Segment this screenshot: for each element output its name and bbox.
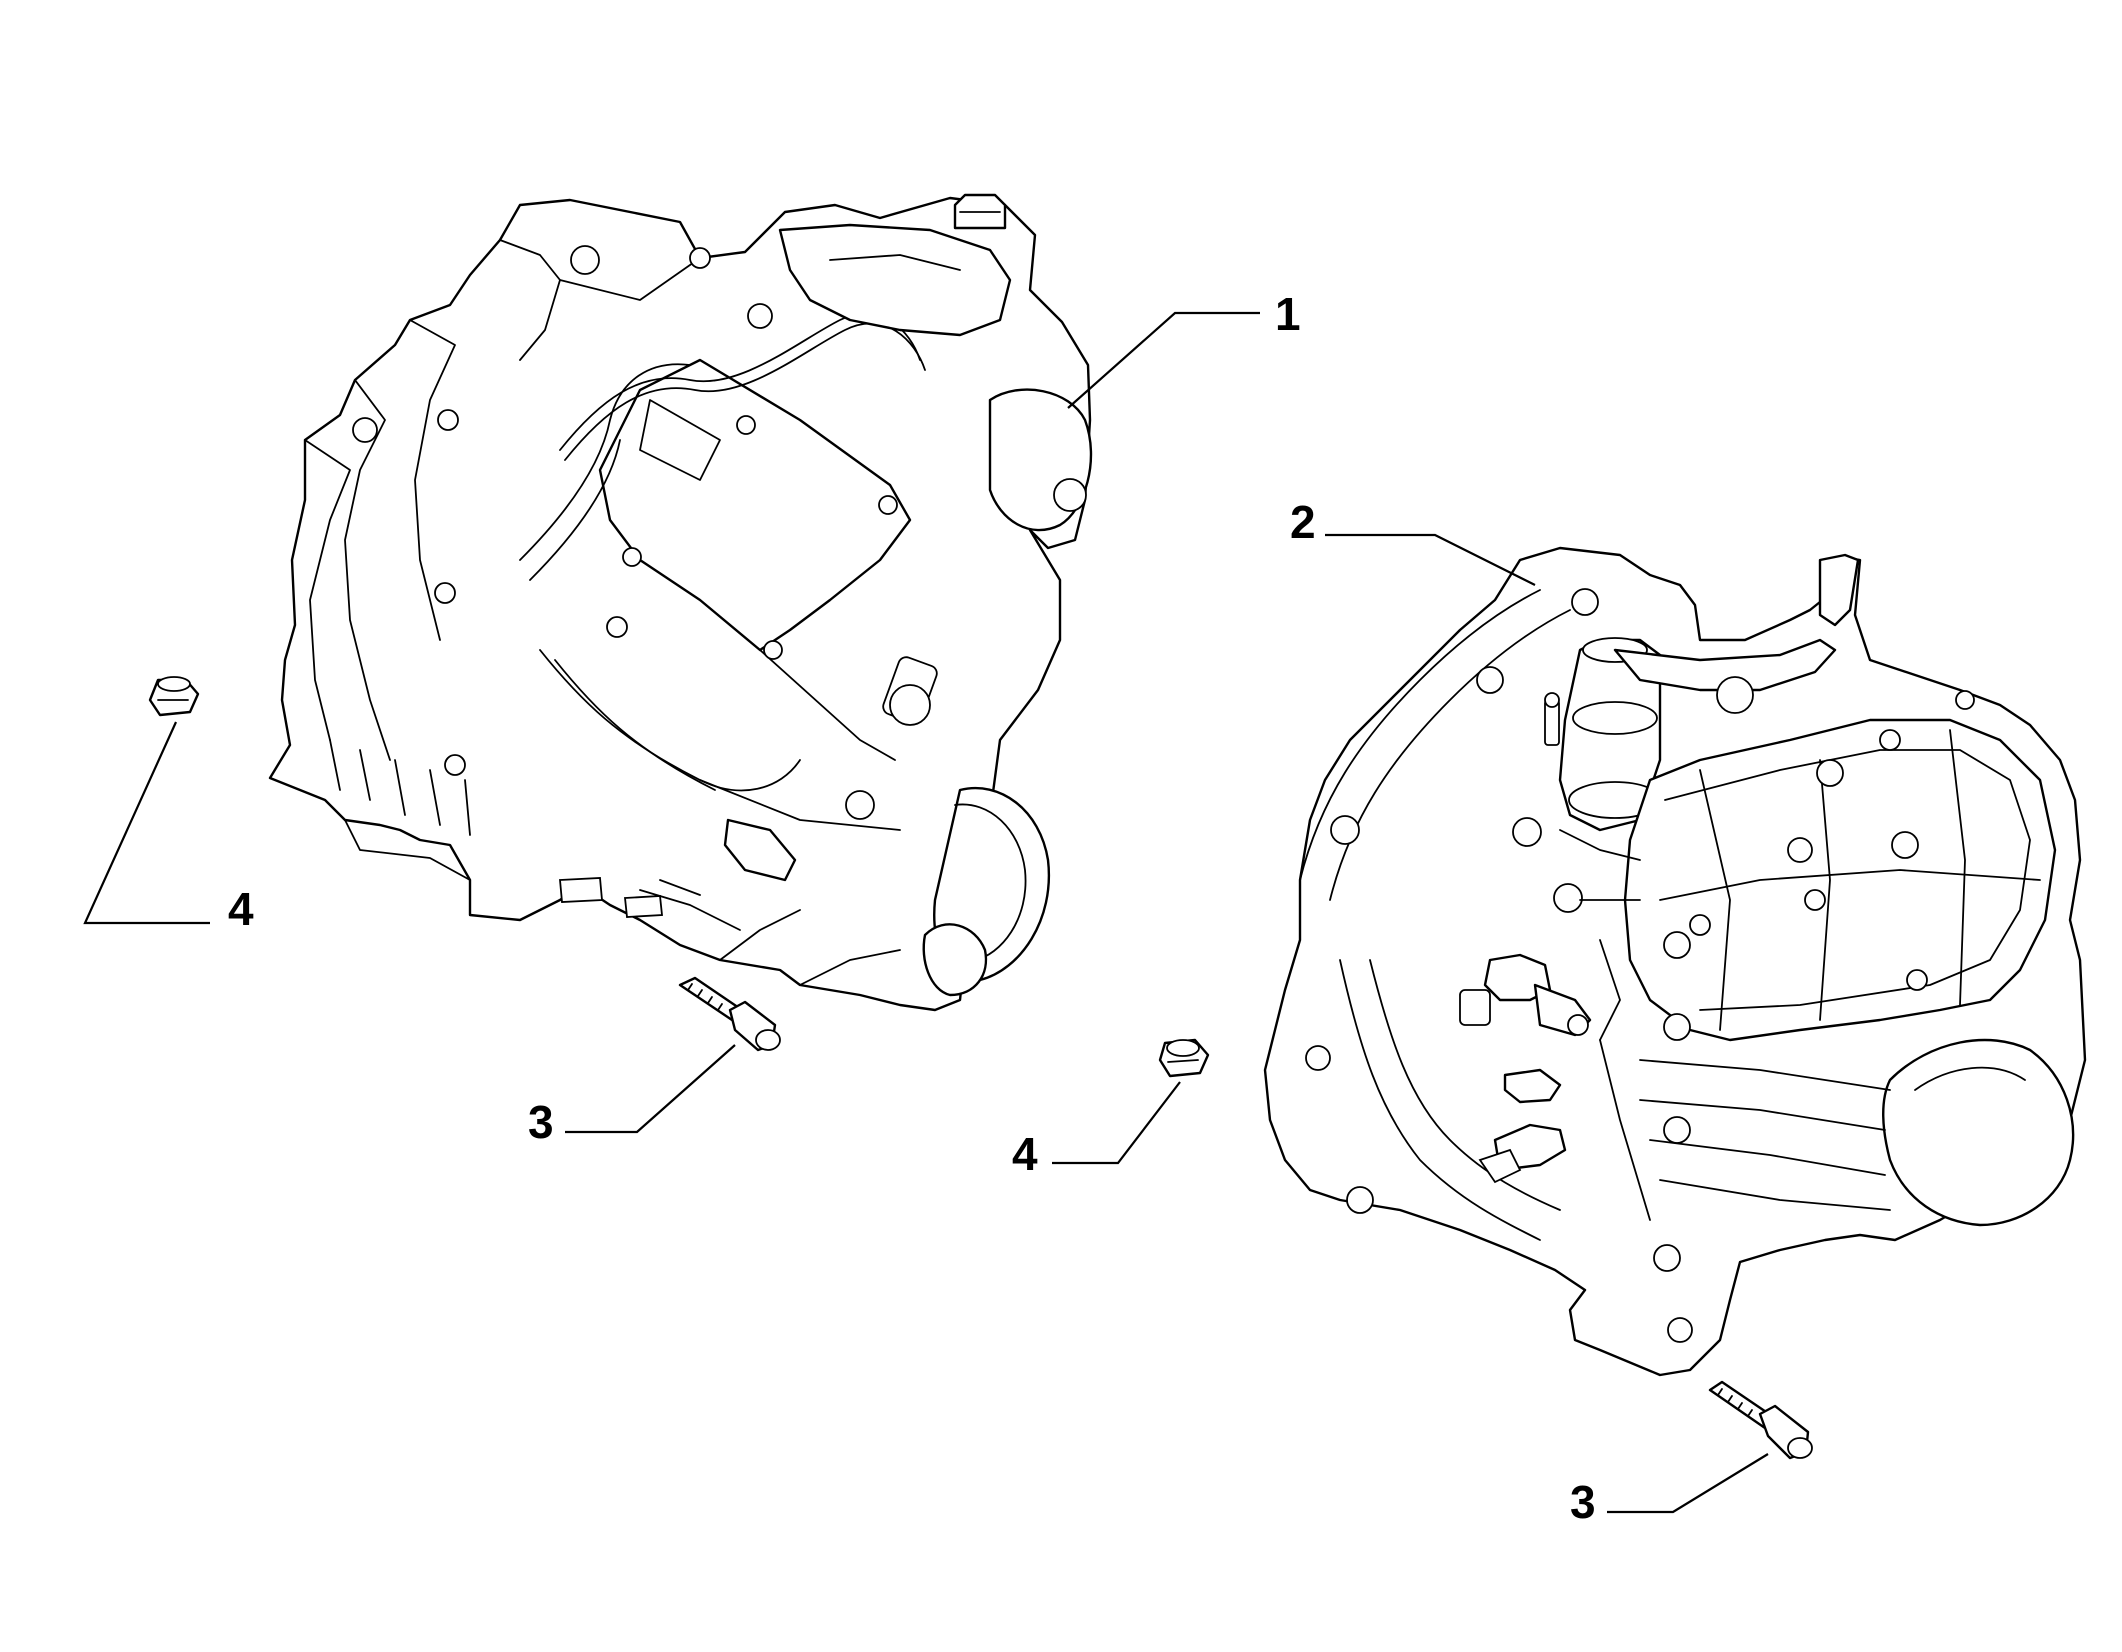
leader-line-2 — [1325, 533, 1536, 586]
bolt-part-center[interactable] — [678, 976, 781, 1052]
callout-number-1: 1 — [1275, 288, 1301, 340]
leader-line-1 — [1067, 311, 1260, 409]
transmission-assembly-1[interactable] — [268, 193, 1093, 1012]
callout-number-3-right: 3 — [1570, 1476, 1596, 1528]
callout-number-3-center: 3 — [528, 1096, 554, 1148]
callout-number-4-center: 4 — [1012, 1128, 1038, 1180]
callout-number-4-left: 4 — [228, 883, 254, 935]
callout-number-2: 2 — [1290, 496, 1316, 548]
nut-part-center[interactable] — [1158, 1038, 1210, 1078]
leader-line-3-center — [565, 1044, 736, 1134]
nut-part-left[interactable] — [148, 676, 200, 717]
leader-line-4-center — [1052, 1081, 1181, 1165]
leader-line-4-left — [83, 721, 210, 925]
leader-line-3-right — [1607, 1453, 1769, 1514]
bolt-part-right[interactable] — [1708, 1380, 1813, 1460]
transmission-assembly-2[interactable] — [1263, 546, 2087, 1377]
